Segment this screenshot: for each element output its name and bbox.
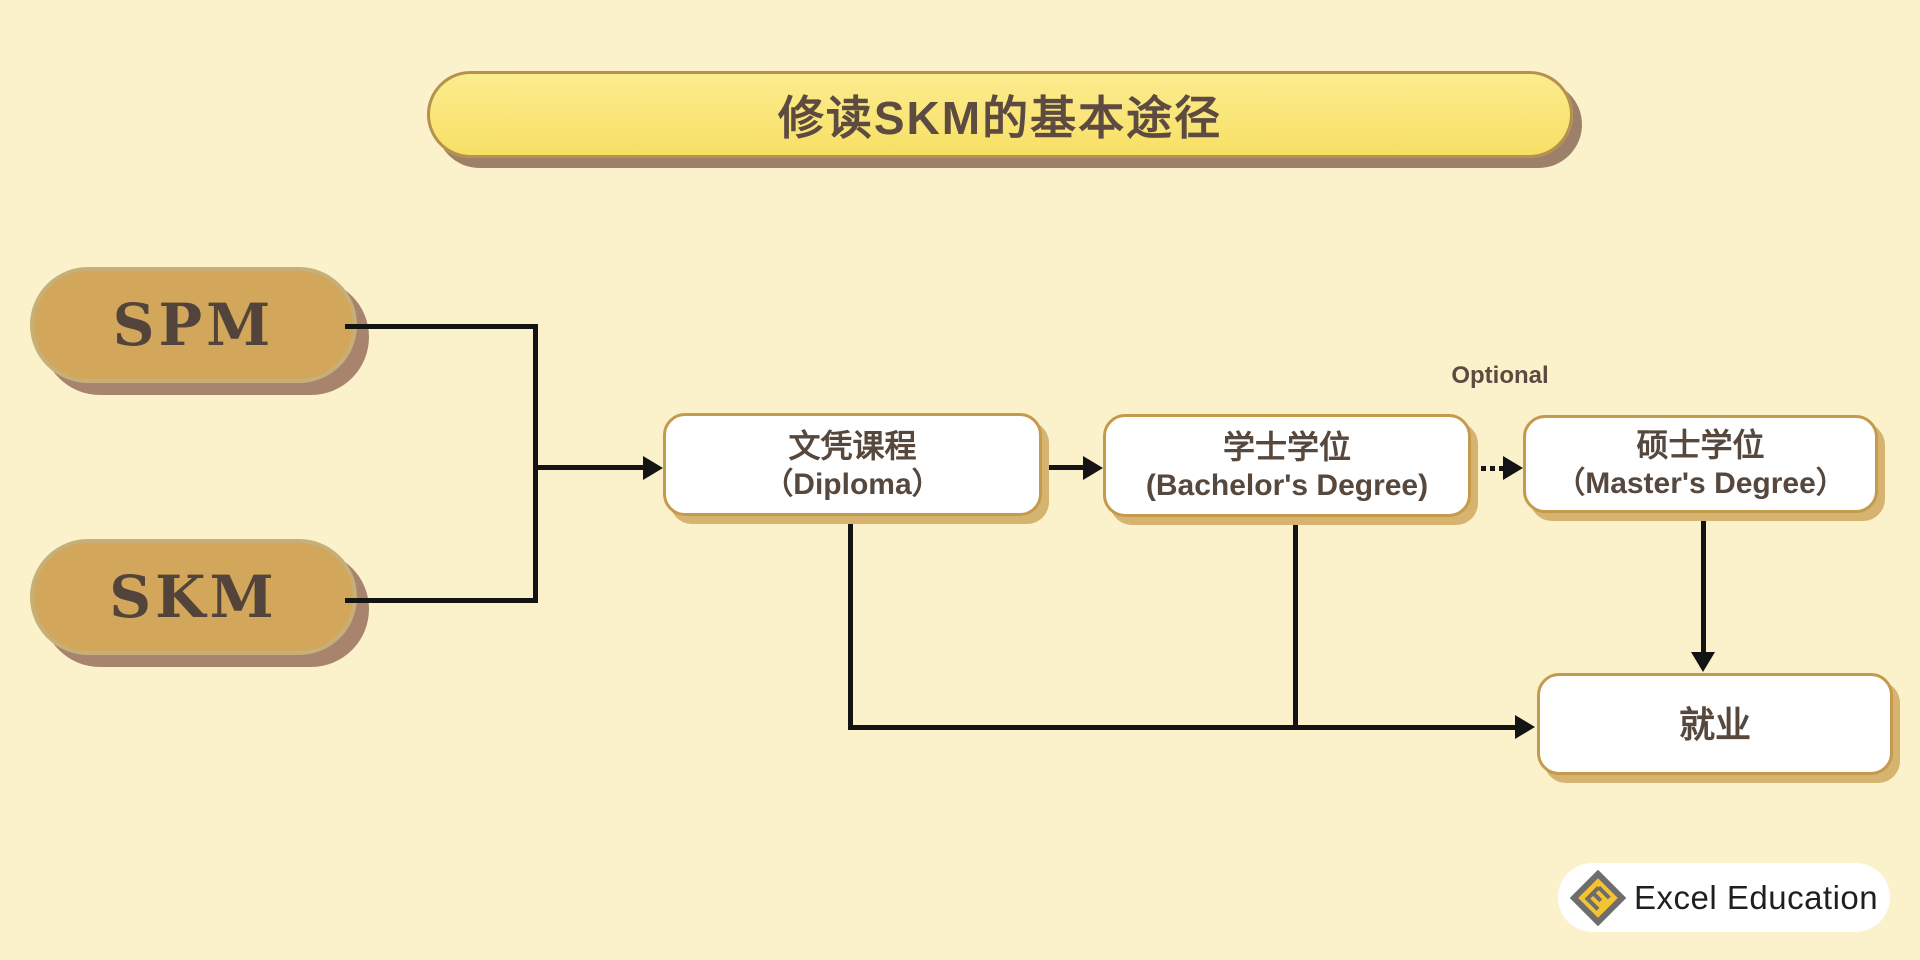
- connector-to-employment: [848, 725, 1515, 730]
- connector-skm-to-junction: [345, 598, 538, 603]
- node-bachelor-label-en: (Bachelor's Degree): [1145, 468, 1429, 502]
- node-master-label-en: （Master's Degree）: [1555, 467, 1846, 501]
- node-employment: 就业: [1537, 673, 1893, 775]
- node-skm: SKM: [30, 539, 357, 655]
- excel-education-logo: Excel Education: [1558, 863, 1890, 932]
- node-skm-label: SKM: [109, 563, 278, 631]
- connector-bachelor-drop: [1293, 518, 1298, 730]
- arrowhead-into-employment-left-icon: [1515, 715, 1535, 739]
- diamond-logo-icon: [1570, 869, 1626, 926]
- node-bachelor: 学士学位 (Bachelor's Degree): [1103, 414, 1471, 517]
- connector-master-drop: [1701, 513, 1706, 653]
- title-banner: 修读SKM的基本途径: [427, 71, 1573, 158]
- node-diploma-label-zh: 文凭课程: [788, 427, 917, 464]
- arrowhead-into-employment-top-icon: [1691, 652, 1715, 672]
- connector-junction-to-diploma: [533, 465, 645, 470]
- node-employment-label: 就业: [1678, 703, 1751, 745]
- optional-label: Optional: [1451, 362, 1549, 389]
- arrowhead-into-diploma-icon: [643, 456, 663, 480]
- connector-spm-to-junction: [345, 324, 538, 329]
- page-title: 修读SKM的基本途径: [777, 91, 1223, 144]
- node-spm: SPM: [30, 267, 357, 383]
- node-master: 硕士学位 （Master's Degree）: [1523, 415, 1878, 513]
- connector-junction-vertical: [533, 324, 538, 603]
- arrowhead-into-master-icon: [1503, 456, 1523, 480]
- connector-diploma-to-bachelor: [1042, 465, 1084, 470]
- logo-text: Excel Education: [1634, 878, 1879, 916]
- arrowhead-into-bachelor-icon: [1083, 456, 1103, 480]
- node-bachelor-label-zh: 学士学位: [1222, 428, 1351, 465]
- connector-bachelor-to-master-dotted: [1472, 466, 1504, 471]
- node-master-label-zh: 硕士学位: [1636, 427, 1765, 464]
- node-spm-label: SPM: [112, 291, 275, 359]
- node-diploma: 文凭课程 （Diploma）: [663, 413, 1042, 516]
- node-diploma-label-en: （Diploma）: [763, 467, 942, 501]
- connector-diploma-drop: [848, 516, 853, 730]
